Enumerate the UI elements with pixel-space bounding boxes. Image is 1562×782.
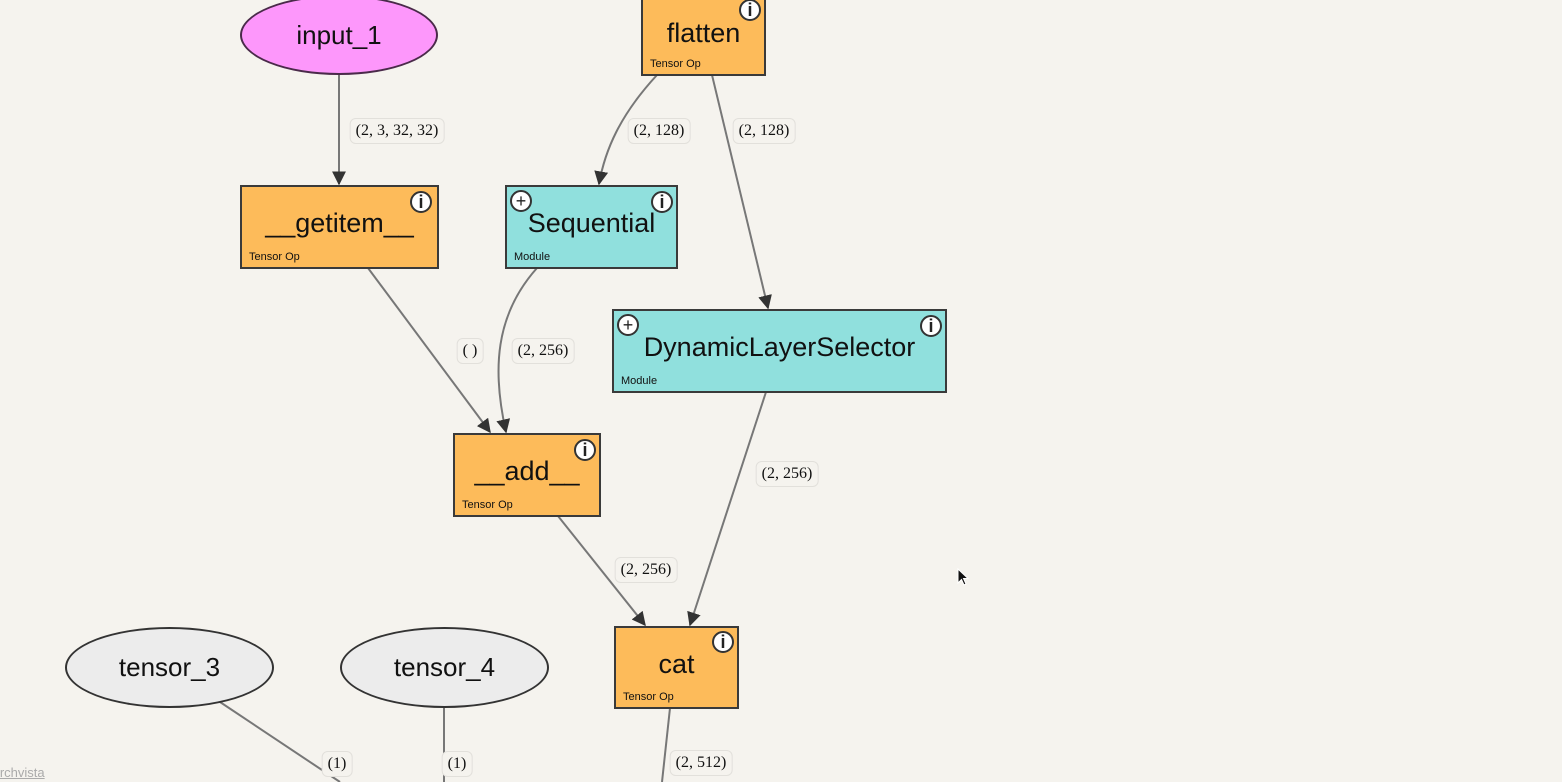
info-icon[interactable]: i <box>651 191 673 213</box>
node-type: Tensor Op <box>249 251 300 263</box>
node-cat[interactable]: cat Tensor Op i <box>614 626 739 709</box>
node-sequential[interactable]: Sequential Module + i <box>505 185 678 269</box>
node-label: cat <box>658 648 695 679</box>
edge-label: (2, 256) <box>755 461 819 487</box>
node-type: Tensor Op <box>650 58 701 70</box>
info-icon[interactable]: i <box>410 191 432 213</box>
node-label: tensor_4 <box>393 652 496 682</box>
expand-plus-icon[interactable]: + <box>510 190 532 212</box>
edge-getitem-add <box>367 267 491 434</box>
node-type: Module <box>514 251 551 263</box>
node-flatten[interactable]: flatten Tensor Op i <box>641 0 766 76</box>
node-label: __getitem__ <box>265 207 414 238</box>
node-input-1[interactable]: input_1 <box>240 0 438 75</box>
info-icon[interactable]: i <box>712 631 734 653</box>
edge-label: (1) <box>321 751 353 777</box>
edge-add-cat <box>557 515 646 627</box>
node-dynamic-layer-selector[interactable]: DynamicLayerSelector Module + i <box>612 309 947 393</box>
edge-cat-out <box>661 707 671 782</box>
node-add[interactable]: __add__ Tensor Op i <box>453 433 601 517</box>
edge-flatten-sequential <box>594 74 658 186</box>
node-tensor-3[interactable]: tensor_3 <box>65 627 274 708</box>
edge-label: (2, 256) <box>511 338 575 364</box>
node-label: tensor_3 <box>118 652 221 682</box>
node-label: __add__ <box>474 455 580 486</box>
edge-tensor3-out <box>219 701 341 782</box>
edge-dynamic-cat <box>687 391 767 627</box>
node-type: Module <box>621 375 658 387</box>
edge-label: (2, 128) <box>627 118 691 144</box>
edge-label: (2, 128) <box>732 118 796 144</box>
edge-label: (2, 512) <box>669 750 733 776</box>
edge-label: ( ) <box>456 338 484 364</box>
node-getitem[interactable]: __getitem__ Tensor Op i <box>240 185 439 269</box>
edge-flatten-dynamic <box>711 74 772 310</box>
torchvista-link[interactable]: torchvista <box>0 765 45 780</box>
edge-label: (1) <box>441 751 473 777</box>
node-label: input_1 <box>296 19 382 50</box>
edge-label: (2, 256) <box>614 557 678 583</box>
edge-sequential-add <box>496 267 538 434</box>
info-icon[interactable]: i <box>574 439 596 461</box>
mouse-cursor-icon <box>957 568 970 586</box>
expand-plus-icon[interactable]: + <box>617 314 639 336</box>
node-tensor-4[interactable]: tensor_4 <box>340 627 549 708</box>
node-label: Sequential <box>527 207 656 238</box>
node-type: Tensor Op <box>462 499 513 511</box>
node-label: DynamicLayerSelector <box>643 331 916 362</box>
node-label: flatten <box>666 17 741 48</box>
info-icon[interactable]: i <box>739 0 761 21</box>
info-icon[interactable]: i <box>920 315 942 337</box>
edge-label: (2, 3, 32, 32) <box>349 118 445 144</box>
node-type: Tensor Op <box>623 691 674 703</box>
